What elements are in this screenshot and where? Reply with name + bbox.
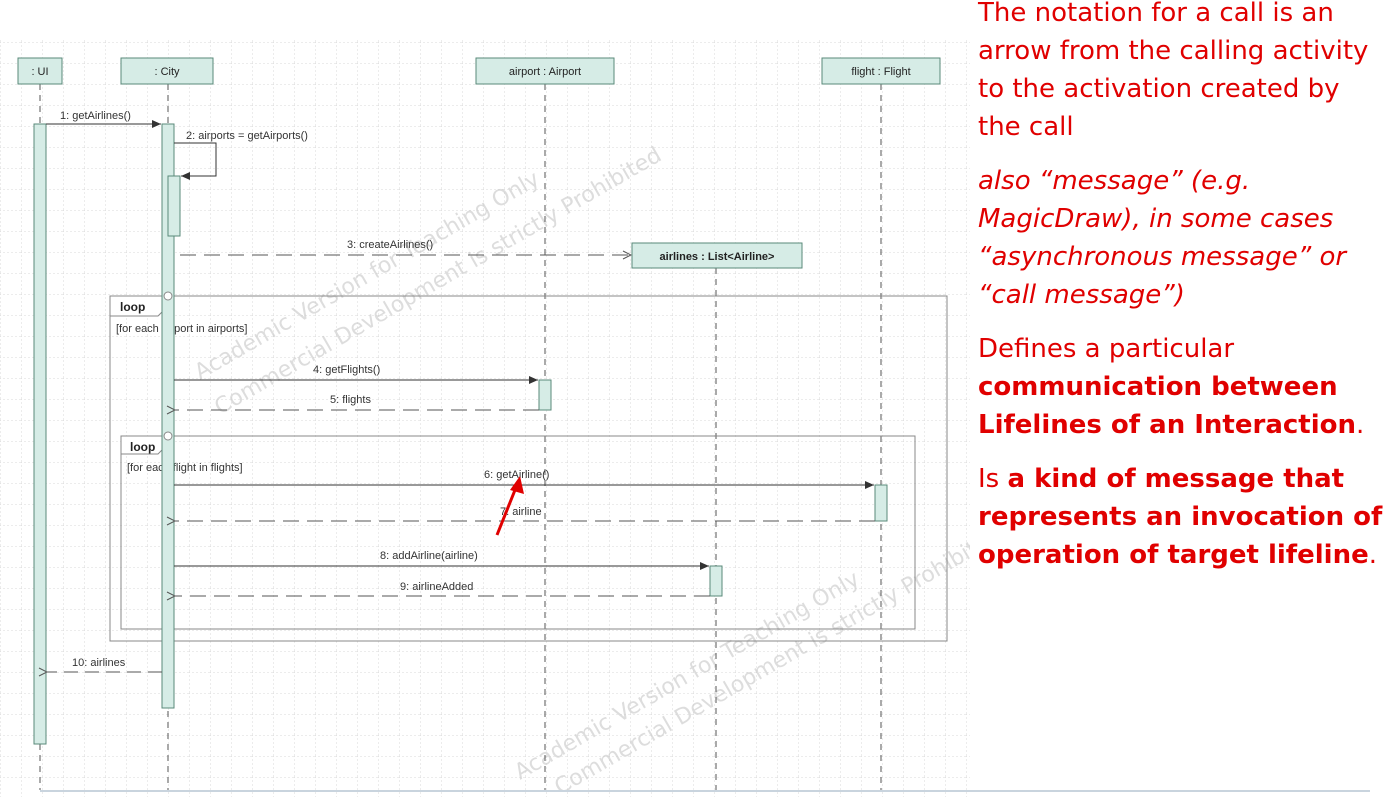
activation-bar-ui <box>33 123 47 745</box>
svg-text:7: airline: 7: airline <box>500 506 542 518</box>
grid-background <box>0 40 970 797</box>
lifeline-head-city[interactable]: : City <box>120 57 214 85</box>
explanation-paragraph: also “message” (e.g. MagicDraw), in some… <box>978 166 1347 310</box>
svg-text:8: addAirline(airline): 8: addAirline(airline) <box>380 550 478 562</box>
svg-text:3: createAirlines(): 3: createAirlines() <box>347 239 433 251</box>
lifeline-head-airlines[interactable]: airlines : List<Airline> <box>631 242 803 269</box>
text: Is <box>978 464 1008 494</box>
message-3[interactable]: 3: createAirlines() <box>180 239 631 255</box>
sequence-diagram: Academic Version for Teaching Only Comme… <box>0 40 970 797</box>
svg-text:airlines : List<Airline>: airlines : List<Airline> <box>660 251 775 263</box>
activation-bar-city <box>161 123 175 709</box>
message-5[interactable]: 5: flights <box>175 394 539 410</box>
svg-text:10: airlines: 10: airlines <box>72 657 126 669</box>
lifeline-head-flight[interactable]: flight : Flight <box>821 57 941 85</box>
message-4[interactable]: 4: getFlights() <box>174 364 538 384</box>
text: Defines a particular <box>978 334 1235 364</box>
svg-text:9: airlineAdded: 9: airlineAdded <box>400 581 473 593</box>
message-9[interactable]: 9: airlineAdded <box>175 581 710 596</box>
message-7[interactable]: 7: airline <box>175 506 875 521</box>
loop-label: loop <box>130 440 155 454</box>
svg-text:5: flights: 5: flights <box>330 394 371 406</box>
loop-guard: [for each airport in airports] <box>116 323 247 335</box>
message-2[interactable]: 2: airports = getAirports() <box>174 130 308 180</box>
svg-text:airport : Airport: airport : Airport <box>509 66 581 78</box>
svg-text:1: getAirlines(): 1: getAirlines() <box>60 110 131 122</box>
bottom-divider <box>40 790 1370 792</box>
svg-text:flight : Flight: flight : Flight <box>851 66 910 78</box>
svg-text:6: getAirline(): 6: getAirline() <box>484 469 549 481</box>
loop-guard: [for each flight in flights] <box>127 462 243 474</box>
explanation-panel: The notation for a call is an arrow from… <box>978 0 1390 590</box>
loop-anchor-circle <box>163 431 173 441</box>
activation-bar-city-nested <box>167 175 181 237</box>
emphasis-text: a kind of message that represents an inv… <box>978 464 1383 570</box>
explanation-paragraph: The notation for a call is an arrow from… <box>978 0 1369 142</box>
loop-anchor-circle <box>163 291 173 301</box>
red-pointer-arrow <box>495 476 524 536</box>
text: . <box>1368 540 1377 570</box>
explanation-paragraph: Defines a particular communication betwe… <box>978 330 1390 444</box>
lifeline-head-airport[interactable]: airport : Airport <box>475 57 615 85</box>
activation-bar-airlines <box>709 565 723 597</box>
svg-text:: UI: : UI <box>31 66 48 78</box>
explanation-paragraph: Is a kind of message that represents an … <box>978 460 1390 574</box>
activation-bar-airport <box>538 379 552 411</box>
loop-label: loop <box>120 300 145 314</box>
svg-text:2: airports = getAirports(): 2: airports = getAirports() <box>186 130 308 142</box>
message-10[interactable]: 10: airlines <box>47 657 162 672</box>
svg-text:: City: : City <box>154 66 180 78</box>
activation-bar-flight <box>874 484 888 522</box>
loop-frame-outer: loop [for each airport in airports] <box>109 295 948 642</box>
loop-frame-inner: loop [for each flight in flights] <box>120 435 916 630</box>
emphasis-text: communication between Lifelines of an In… <box>978 372 1356 440</box>
text: . <box>1356 410 1365 440</box>
lifeline-head-ui[interactable]: : UI <box>17 57 63 85</box>
svg-text:4: getFlights(): 4: getFlights() <box>313 364 380 376</box>
message-1[interactable]: 1: getAirlines() <box>46 110 161 128</box>
message-8[interactable]: 8: addAirline(airline) <box>174 550 709 570</box>
message-6[interactable]: 6: getAirline() <box>174 469 874 489</box>
